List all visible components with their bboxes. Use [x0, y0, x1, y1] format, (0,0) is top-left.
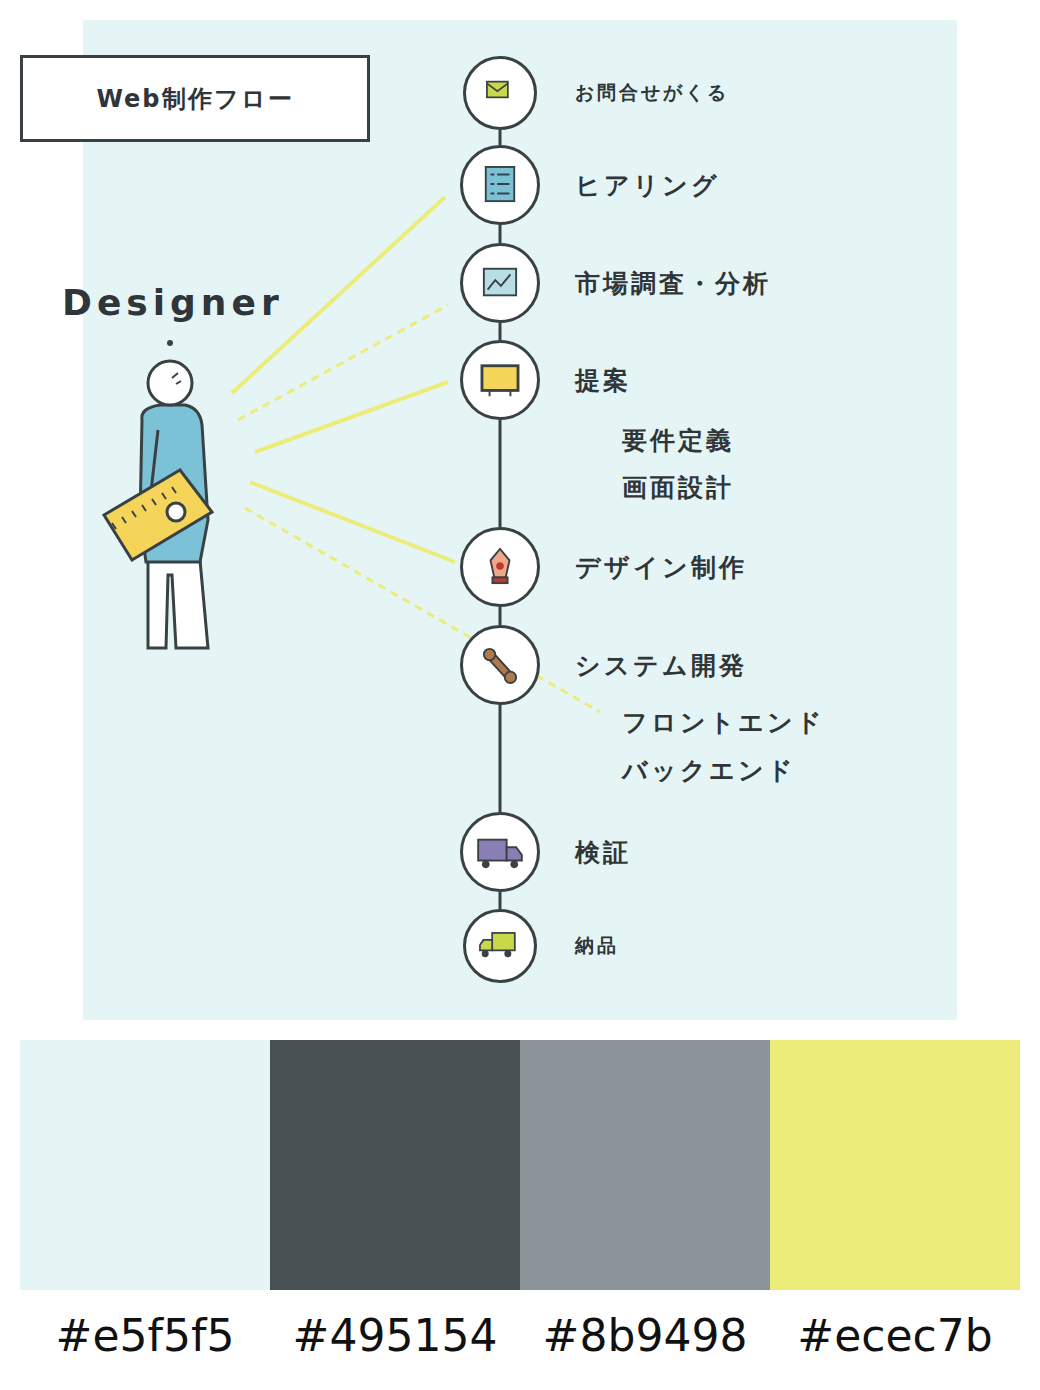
- timeline-line: [499, 225, 502, 243]
- timeline-circle: 納品: [463, 909, 537, 983]
- color-code: #495154: [270, 1310, 520, 1361]
- step-label: 提案: [575, 364, 631, 397]
- color-code: #ecec7b: [770, 1310, 1020, 1361]
- step-icon: [463, 628, 537, 702]
- role-label: Designer: [62, 282, 284, 323]
- timeline-line: [499, 892, 502, 909]
- color-code: #e5f5f5: [20, 1310, 270, 1361]
- timeline-line: [499, 705, 502, 812]
- color-swatch: [520, 1040, 770, 1290]
- color-swatch: [270, 1040, 520, 1290]
- timeline-circle: 市場調査・分析: [460, 243, 540, 323]
- step-label: ヒアリング: [575, 169, 720, 202]
- step-icon: [463, 530, 537, 604]
- timeline-circle: 検証: [460, 812, 540, 892]
- color-code: #8b9498: [520, 1310, 770, 1361]
- step-icon: [463, 246, 537, 320]
- timeline-circle: お問合せがくる: [463, 56, 537, 130]
- timeline-circle: 提案: [460, 340, 540, 420]
- step-label: システム開発: [575, 649, 747, 682]
- step-icon: [466, 912, 534, 980]
- title-box: Web制作フロー: [20, 55, 370, 142]
- timeline-circle: システム開発: [460, 625, 540, 705]
- sub-step-label: バックエンド: [622, 754, 796, 787]
- timeline-circle: ヒアリング: [460, 145, 540, 225]
- sub-step-label: フロントエンド: [622, 706, 825, 739]
- timeline-line: [499, 607, 502, 625]
- timeline-line: [499, 130, 502, 145]
- color-swatch: [20, 1040, 270, 1290]
- timeline-circle: デザイン制作: [460, 527, 540, 607]
- sub-step-label: 要件定義: [622, 424, 734, 457]
- step-label: 市場調査・分析: [575, 267, 771, 300]
- step-label: 納品: [575, 933, 619, 959]
- step-icon: [463, 343, 537, 417]
- step-label: お問合せがくる: [575, 80, 729, 106]
- sub-step-label: 画面設計: [622, 471, 734, 504]
- step-icon: [463, 815, 537, 889]
- color-swatch: [770, 1040, 1020, 1290]
- step-label: 検証: [575, 836, 631, 869]
- timeline-line: [499, 323, 502, 340]
- step-icon: [463, 148, 537, 222]
- timeline-line: [499, 420, 502, 527]
- step-label: デザイン制作: [575, 551, 747, 584]
- step-icon: [466, 59, 534, 127]
